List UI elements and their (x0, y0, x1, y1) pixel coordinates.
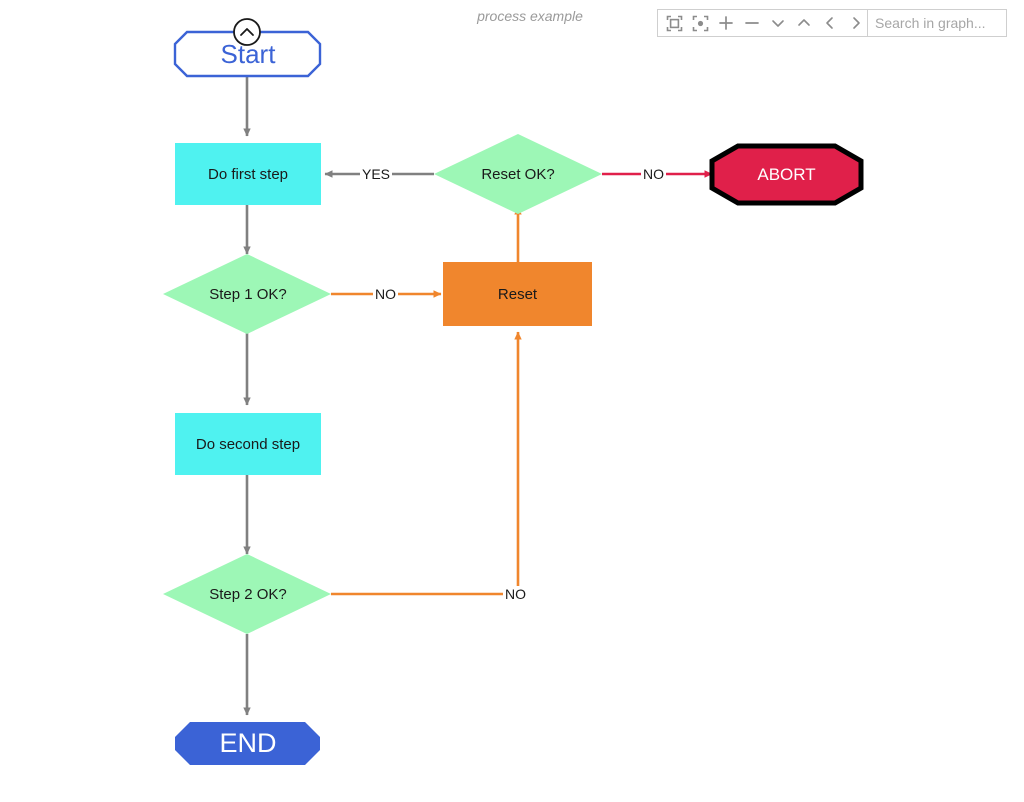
chevron-up-icon[interactable] (792, 11, 816, 35)
node-do-first-step[interactable] (175, 143, 321, 205)
chevron-down-icon[interactable] (766, 11, 790, 35)
page-title: process example (477, 8, 583, 24)
chevron-left-icon[interactable] (818, 11, 842, 35)
collapse-toggle-icon[interactable] (233, 18, 261, 46)
chevron-right-icon[interactable] (844, 11, 868, 35)
node-step-1-ok[interactable] (163, 254, 331, 334)
node-start[interactable] (173, 30, 322, 78)
zoom-in-icon[interactable] (714, 11, 738, 35)
node-reset[interactable] (443, 262, 592, 326)
node-abort[interactable] (709, 143, 864, 206)
node-reset-ok[interactable] (434, 134, 602, 214)
node-step-2-ok[interactable] (163, 554, 331, 634)
node-do-second-step[interactable] (175, 413, 321, 475)
fit-to-screen-icon[interactable] (662, 11, 686, 35)
zoom-out-icon[interactable] (740, 11, 764, 35)
edge-dec2-to-reset (331, 331, 522, 596)
center-view-icon[interactable] (688, 11, 712, 35)
search-input[interactable] (867, 9, 1007, 37)
node-end[interactable] (175, 722, 320, 765)
